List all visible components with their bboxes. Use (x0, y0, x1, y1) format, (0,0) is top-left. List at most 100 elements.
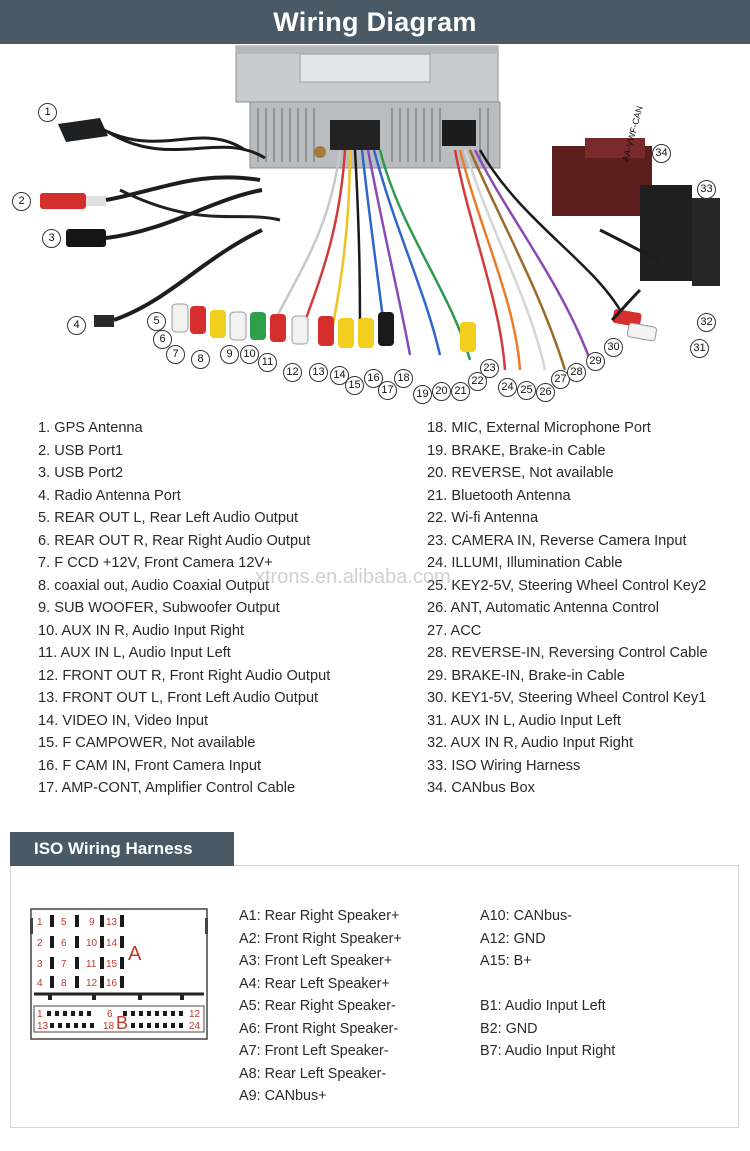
callout-2: 2 (12, 192, 31, 211)
callout-34: 34 (652, 144, 671, 163)
legend-item: 5. REAR OUT L, Rear Left Audio Output (38, 510, 299, 526)
legend-item: 13. FRONT OUT L, Front Left Audio Output (38, 690, 319, 706)
callout-1: 1 (38, 103, 57, 122)
legend-item: 19. BRAKE, Brake-in Cable (427, 442, 606, 459)
legend-item: 22. Wi-fi Antenna (427, 510, 539, 526)
pin-item: B7: Audio Input Right (480, 1043, 616, 1059)
pin-item: A9: CANbus+ (239, 1088, 327, 1104)
callout-21: 21 (451, 382, 470, 401)
a-pin-label: 2 (37, 938, 43, 949)
b-pin-label: 12 (189, 1009, 201, 1020)
callout-18: 18 (394, 369, 413, 388)
b-pin-label: 13 (37, 1021, 49, 1032)
b-pin-label: 24 (189, 1021, 201, 1032)
legend-right: 18. MIC, External Microphone Port 19. BR… (427, 417, 747, 800)
legend-item: 1. GPS Antenna (38, 420, 143, 436)
callout-19: 19 (413, 385, 432, 404)
a-pin-label: 5 (61, 917, 67, 928)
a-pin-label: 7 (61, 959, 67, 970)
callout-27: 27 (551, 370, 570, 389)
legend-item: 27. ACC (427, 622, 482, 639)
pin-item: A7: Front Left Speaker- (239, 1043, 389, 1059)
legend-item: 29. BRAKE-IN, Brake-in Cable (427, 667, 625, 684)
pin-item: A10: CANbus- (480, 908, 572, 924)
callout-14: 14 (330, 366, 349, 385)
pin-list-a: A1: Rear Right Speaker+ A2: Front Right … (239, 905, 402, 1108)
pin-item: A6: Front Right Speaker- (239, 1020, 399, 1037)
callout-29: 29 (586, 352, 605, 371)
canbus-box: AA-VWF-CAN (552, 105, 652, 216)
radio-antenna-plug (94, 228, 263, 327)
b-pin-label: 1 (37, 1009, 43, 1020)
gps-antenna (58, 118, 266, 160)
legend-item: 2. USB Port1 (38, 442, 124, 459)
legend-item: 18. MIC, External Microphone Port (427, 420, 651, 436)
legend-item: 30. KEY1-5V, Steering Wheel Control Key1 (427, 690, 707, 706)
aux-rca-pair (610, 288, 658, 342)
callout-13: 13 (309, 363, 328, 382)
iso-connector-diagram: 1 5 9 13 2 6 10 14 3 7 11 15 4 8 12 16 A… (30, 908, 208, 1040)
legend-item: 12. FRONT OUT R, Front Right Audio Outpu… (38, 667, 331, 684)
legend-item: 25. KEY2-5V, Steering Wheel Control Key2 (427, 577, 707, 594)
callout-6: 6 (153, 330, 172, 349)
pin-item: A3: Front Left Speaker+ (239, 953, 393, 969)
iso-frame (10, 866, 739, 1128)
b-pin-label: 18 (103, 1021, 115, 1032)
legend-item: 17. AMP-CONT, Amplifier Control Cable (38, 780, 296, 796)
callout-32: 32 (697, 313, 716, 332)
pin-item: A8: Rear Left Speaker- (239, 1065, 387, 1082)
legend-item: 9. SUB WOOFER, Subwoofer Output (38, 600, 280, 616)
legend-left: 1. GPS Antenna 2. USB Port1 3. USB Port2… (38, 417, 408, 800)
a-pin-label: 1 (37, 917, 43, 928)
b-pin-label: 6 (107, 1009, 113, 1020)
legend-item: 14. VIDEO IN, Video Input (38, 712, 209, 729)
pin-item: A4: Rear Left Speaker+ (239, 975, 390, 992)
legend-item: 6. REAR OUT R, Rear Right Audio Output (38, 532, 311, 549)
callout-25: 25 (517, 381, 536, 400)
legend-item: 11. AUX IN L, Audio Input Left (38, 645, 231, 661)
iso-section-tab: ISO Wiring Harness (10, 832, 234, 866)
callout-9: 9 (220, 345, 239, 364)
callout-7: 7 (166, 345, 185, 364)
wiring-photo: AA-VWF-CAN (40, 45, 720, 371)
a-pin-label: 11 (86, 959, 97, 970)
iso-harness-plug (599, 185, 720, 286)
a-pin-label: 15 (106, 959, 118, 970)
legend-item: 10. AUX IN R, Audio Input Right (38, 622, 245, 639)
pin-item: A12: GND (480, 930, 546, 947)
callout-30: 30 (604, 338, 623, 357)
pin-item: B1: Audio Input Left (480, 998, 606, 1014)
legend-item: 33. ISO Wiring Harness (427, 757, 581, 774)
legend-item: 31. AUX IN L, Audio Input Left (427, 712, 621, 729)
callout-17: 17 (378, 381, 397, 400)
legend-item: 34. CANbus Box (427, 780, 535, 796)
a-pin-label: 13 (106, 917, 118, 928)
legend-item: 23. CAMERA IN, Reverse Camera Input (427, 532, 687, 549)
a-pin-label: 16 (106, 978, 118, 989)
callout-4: 4 (67, 316, 86, 335)
legend-item: 20. REVERSE, Not available (427, 465, 614, 481)
iso-divider (234, 865, 739, 866)
a-pin-label: 6 (61, 938, 67, 949)
a-pin-label: 10 (86, 938, 98, 949)
a-pin-label: 4 (37, 978, 43, 989)
callout-33: 33 (697, 180, 716, 199)
callout-5: 5 (147, 312, 166, 331)
pin-gap (480, 973, 615, 996)
usb-cables (40, 175, 281, 247)
header-bar: Wiring Diagram (0, 0, 750, 44)
legend-item: 4. Radio Antenna Port (38, 487, 181, 504)
pin-item: A2: Front Right Speaker+ (239, 930, 402, 947)
a-pin-label: 9 (89, 917, 95, 928)
legend-item: 16. F CAM IN, Front Camera Input (38, 757, 262, 774)
legend-item: 26. ANT, Automatic Antenna Control (427, 600, 660, 616)
callout-16: 16 (364, 369, 383, 388)
pin-item: B2: GND (480, 1020, 538, 1037)
legend-item: 3. USB Port2 (38, 465, 124, 481)
callout-28: 28 (567, 363, 586, 382)
legend-item: 21. Bluetooth Antenna (427, 487, 571, 504)
block-b-label: B (116, 1013, 128, 1033)
callout-3: 3 (42, 229, 61, 248)
a-pin-label: 3 (37, 959, 43, 970)
watermark: xtrons.en.alibaba.com (255, 566, 451, 588)
